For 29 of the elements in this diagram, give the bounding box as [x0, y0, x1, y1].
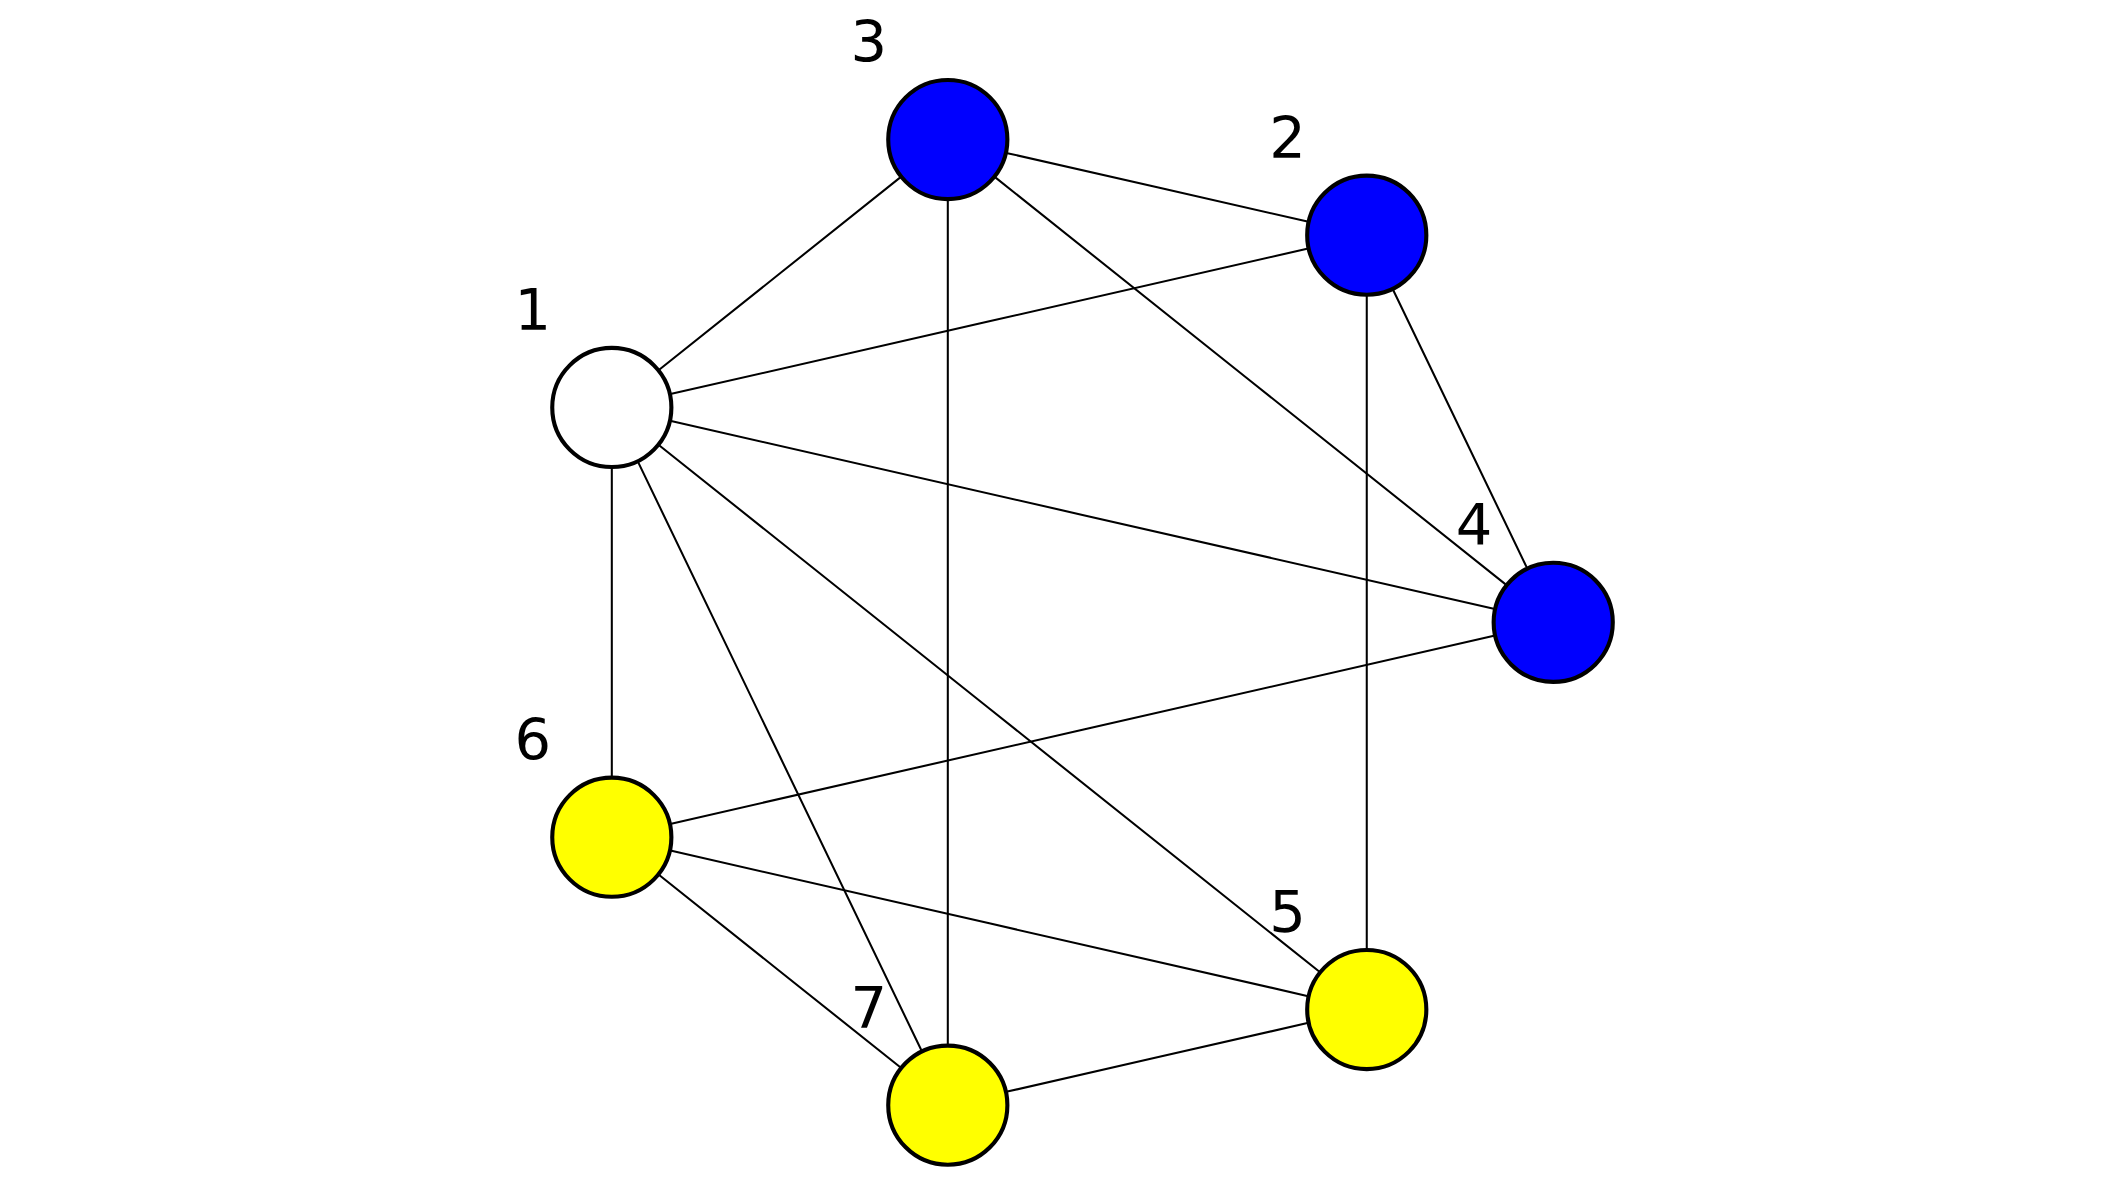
node-label: 4 — [1455, 492, 1493, 560]
connector — [1006, 1021, 1309, 1093]
connector — [1006, 151, 1309, 223]
node-label: 7 — [850, 974, 888, 1042]
node-label: 2 — [1269, 104, 1306, 172]
connector — [670, 634, 1496, 825]
connector — [657, 176, 902, 372]
node-circle — [550, 775, 674, 899]
node-circle — [550, 345, 674, 470]
connector — [1365, 295, 1368, 950]
node-label: 1 — [514, 277, 552, 345]
connector — [657, 873, 902, 1069]
connector — [670, 849, 1309, 998]
node-circle — [1305, 173, 1429, 297]
node-label: 6 — [514, 706, 552, 774]
connector — [636, 461, 923, 1051]
connector — [657, 443, 1321, 973]
node-circle — [1491, 560, 1615, 684]
connector — [610, 467, 613, 778]
node-circle — [886, 77, 1010, 202]
node-label: 5 — [1269, 879, 1306, 947]
node-circle — [886, 1043, 1010, 1167]
connector — [994, 176, 1507, 586]
connector — [670, 247, 1309, 396]
node-label: 3 — [850, 9, 888, 77]
connector — [1391, 288, 1529, 569]
connector — [946, 199, 949, 1046]
node-circle — [1305, 947, 1429, 1072]
connector — [669, 419, 1496, 610]
